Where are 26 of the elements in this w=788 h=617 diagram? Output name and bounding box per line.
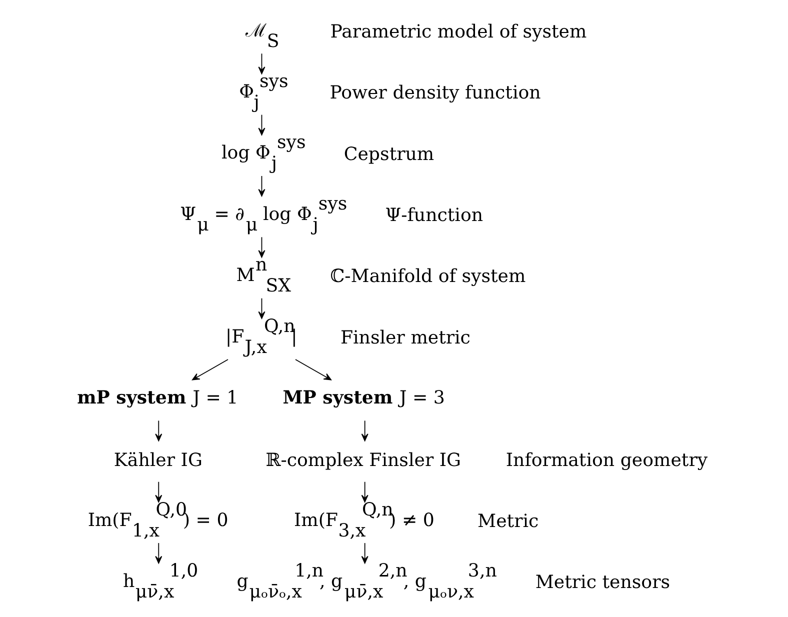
arrow [258,236,266,258]
label: Ψ-function [385,205,484,226]
label: Finsler metric [340,327,470,348]
arrow [295,359,332,380]
arrow [258,176,266,197]
label: ℂ-Manifold of system [330,266,526,288]
label: Metric [478,510,539,532]
arrow [361,420,368,442]
arrow [155,420,162,442]
label: Information geometry [506,450,708,471]
arrow [192,359,228,380]
arrow [361,481,368,502]
arrow [155,481,162,502]
label: Cepstrum [344,144,434,165]
arrow [361,542,368,564]
node-text: ℝ-complex Finsler IG [266,450,462,471]
node-text: Kähler IG [114,450,202,471]
arrow [258,53,266,74]
label: Power density function [330,82,541,104]
node-text: MP system J = 3 [282,387,445,408]
node-text: mP system J = 1 [77,387,238,408]
arrow [258,298,266,319]
arrow [258,114,266,136]
label: Metric tensors [535,572,670,594]
label: Parametric model of system [330,22,587,43]
arrow [155,542,162,564]
